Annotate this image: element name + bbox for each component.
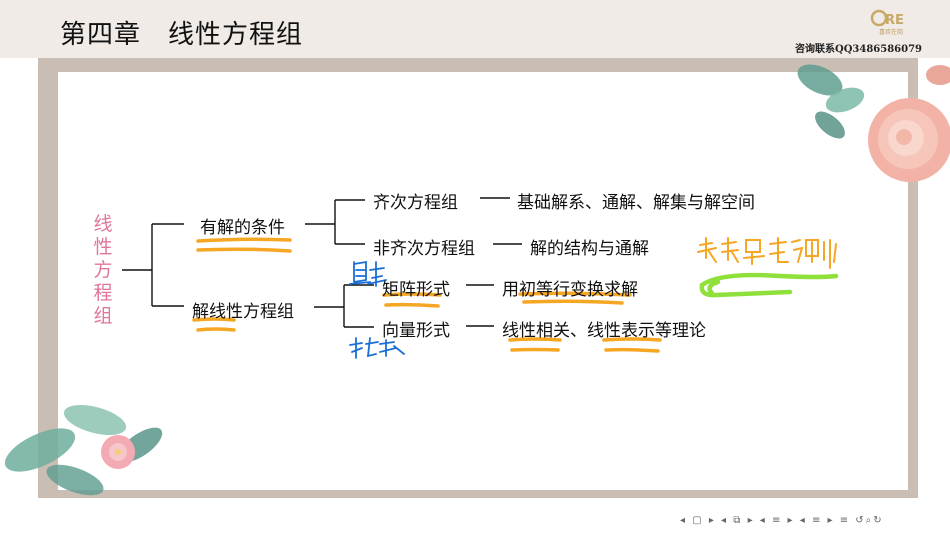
zoom-icon[interactable]: ≡ ↺⌕↻ [839,515,884,526]
contact-info: 咨询联系QQ3486586079 [794,44,922,55]
slide-header [0,0,950,58]
root-label: 线性方程组 [93,213,113,327]
node-homogeneous: 齐次方程组 [373,193,458,213]
node-vector-form: 向量形式 [382,321,450,341]
brand-logo-icon: RE [870,9,904,28]
result-matrix-form: 用初等行变换求解 [502,280,638,300]
branch-solve-system: 解线性方程组 [192,302,294,322]
section-icon[interactable]: ◂ ⧉ ▸ [721,515,755,526]
menu-icon[interactable]: ◂ ≡ ▸ [759,515,795,526]
content-card [58,72,908,490]
svg-text:RE: RE [885,13,904,28]
node-nonhomogeneous: 非齐次方程组 [373,239,475,259]
slide-title: 第四章 线性方程组 [60,20,304,50]
result-vector-form: 线性相关、线性表示等理论 [502,321,706,341]
branch-has-solution: 有解的条件 [200,218,285,238]
result-homogeneous: 基础解系、通解、解集与解空间 [517,193,755,213]
flower-decoration-top-right [797,64,950,182]
prev-icon[interactable]: ◂ ▢ ▸ [680,515,716,526]
node-matrix-form: 矩阵形式 [382,280,450,300]
brand-logo-text: 喜欢在岗 [878,29,903,36]
flower-decoration-bottom-left [4,404,163,496]
next-icon[interactable]: ◂ ≡ ▸ [799,515,835,526]
slide-navigation[interactable]: ◂ ▢ ▸ ◂ ⧉ ▸ ◂ ≡ ▸ ◂ ≡ ▸ ≡ ↺⌕↻ [680,515,884,526]
result-nonhomogeneous: 解的结构与通解 [530,239,649,259]
